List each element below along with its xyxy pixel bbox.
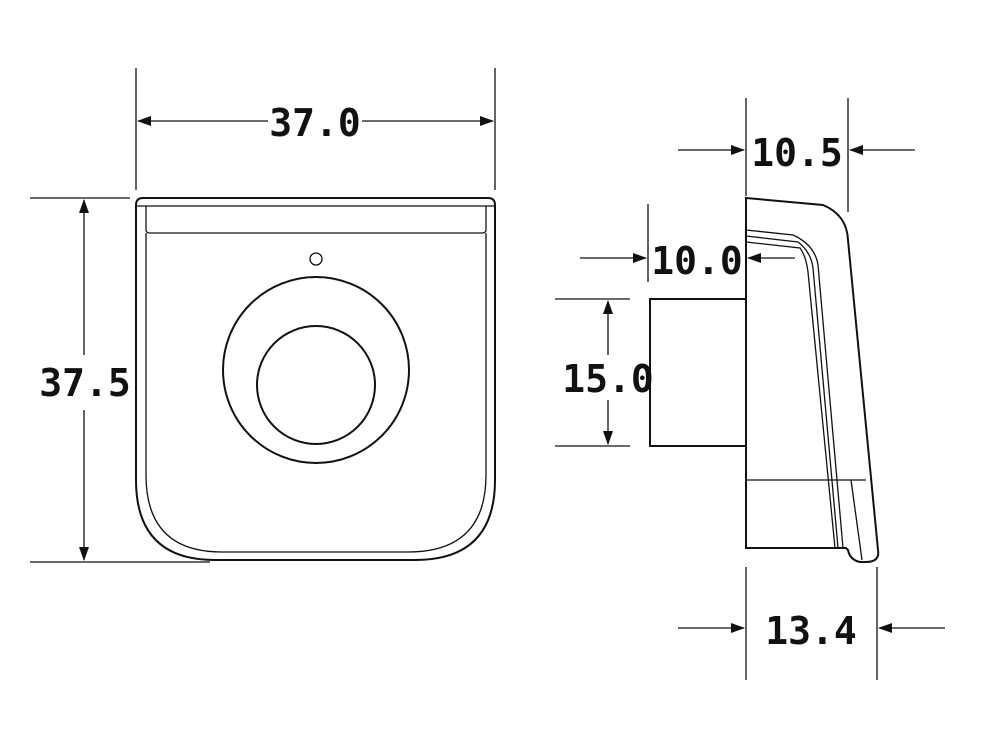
inner-circle (256, 325, 376, 445)
front-width-dimension: 37.0 (135, 68, 496, 190)
mounting-hole (309, 252, 323, 266)
dim-front-width: 37.0 (269, 101, 361, 145)
side-view (649, 196, 880, 563)
side-inner-dimension: 10.0 (580, 204, 795, 283)
dim-side-inner: 10.0 (651, 239, 743, 283)
side-block-dimension: 15.0 (555, 298, 654, 447)
dim-side-bottom: 13.4 (765, 609, 857, 653)
front-height-dimension: 37.5 (30, 197, 210, 563)
dim-side-block: 15.0 (562, 357, 654, 401)
dim-side-top: 10.5 (751, 131, 843, 175)
outer-ring (222, 276, 410, 464)
front-view (135, 197, 496, 561)
side-bottom-dimension: 13.4 (678, 567, 945, 680)
side-block (649, 298, 747, 447)
dim-front-height: 37.5 (39, 361, 131, 405)
side-top-dimension: 10.5 (678, 98, 915, 212)
